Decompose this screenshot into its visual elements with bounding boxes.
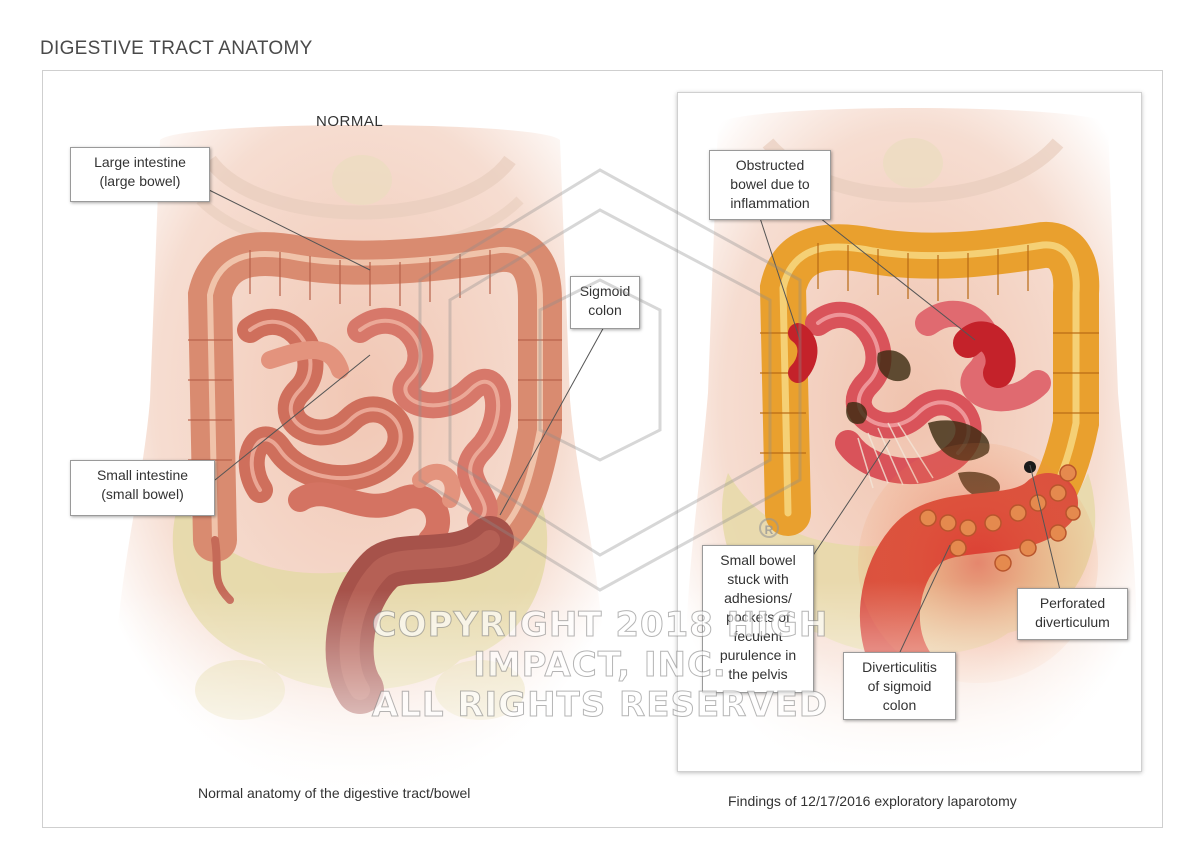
normal-heading: NORMAL xyxy=(316,113,384,130)
leader-perforated xyxy=(1029,464,1061,591)
normal-anatomy-svg xyxy=(100,100,620,800)
label-sigmoid-colon: Sigmoid colon xyxy=(570,276,640,329)
label-large-intestine: Large intestine (large bowel) xyxy=(70,147,210,202)
registered-mark-icon: R xyxy=(759,518,779,538)
copyright-watermark: COPYRIGHT 2018 HIGH IMPACT, INC. ALL RIG… xyxy=(300,605,900,726)
leader-small-intestine xyxy=(214,354,371,481)
outer-frame xyxy=(42,70,1163,828)
watermark-line-2: ALL RIGHTS RESERVED xyxy=(371,685,829,726)
leader-adhesions xyxy=(809,439,891,561)
page-title: DIGESTIVE TRACT ANATOMY xyxy=(40,38,313,59)
findings-caption: Findings of 12/17/2016 exploratory lapar… xyxy=(728,793,1017,809)
label-small-intestine: Small intestine (small bowel) xyxy=(70,460,215,516)
label-perforated-diverticulum: Perforated diverticulum xyxy=(1017,588,1128,640)
label-obstructed-bowel: Obstructed bowel due to inflammation xyxy=(709,150,831,220)
normal-anatomy-illustration xyxy=(100,100,620,800)
label-diverticulitis: Diverticulitis of sigmoid colon xyxy=(843,652,956,720)
leader-sigmoid xyxy=(499,324,606,516)
normal-caption: Normal anatomy of the digestive tract/bo… xyxy=(198,785,471,801)
label-adhesions: Small bowel stuck with adhesions/ pocket… xyxy=(702,545,814,693)
leader-diverticulitis xyxy=(899,544,951,653)
watermark-line-1: COPYRIGHT 2018 HIGH IMPACT, INC. xyxy=(371,605,829,686)
leader-large-intestine xyxy=(204,187,371,271)
leader-obstructed-2 xyxy=(819,217,976,341)
leader-obstructed-1 xyxy=(759,217,801,341)
